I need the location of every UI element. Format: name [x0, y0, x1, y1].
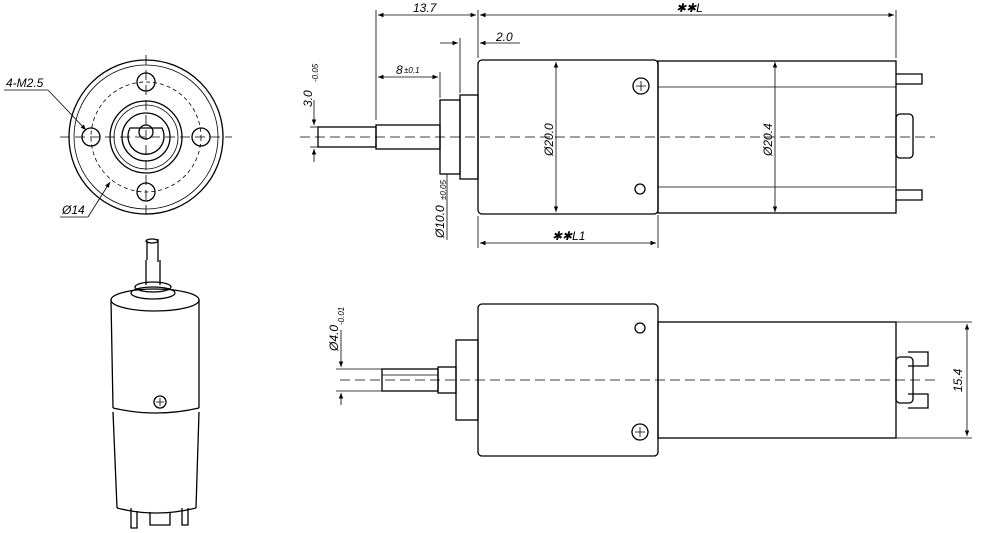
iso-rear-bushing	[149, 512, 171, 526]
dim-20-4-label: Ø20.4	[761, 123, 775, 157]
side-screw	[632, 77, 650, 95]
holes-label: 4-M2.5	[6, 76, 44, 90]
iso-shaft-sides	[146, 239, 159, 262]
end-view-d-shaft	[127, 127, 165, 155]
iso-shaft-tip	[145, 238, 159, 244]
iso-motor-sides	[112, 411, 200, 509]
dim-13-7-label: 13.7	[413, 1, 438, 15]
dim-3-0-label: 3.0	[301, 90, 315, 107]
pcd-leader	[87, 181, 111, 218]
dim-4-0-label: Ø4.0	[327, 325, 341, 352]
dim-3-0-tol: -0.05	[311, 63, 320, 82]
dim-L1-label: ✱✱L1	[552, 229, 585, 243]
iso-screw-head	[153, 395, 167, 409]
top-screw	[631, 423, 649, 441]
dim-L-label: ✱✱L	[676, 1, 703, 15]
top-view: Ø4.0 -0.01 15.4	[327, 303, 972, 457]
dim-20-0-label: Ø20.0	[542, 123, 556, 157]
dim-15-4-label: 15.4	[951, 368, 965, 392]
iso-motor-bottom	[116, 507, 197, 514]
top-terminal-top	[908, 351, 929, 367]
iso-boss-top	[134, 281, 172, 293]
iso-joint-line	[112, 407, 200, 414]
dim-10-0-tol: ±0.05	[439, 179, 448, 200]
dim-8-tol: ±0.1	[404, 66, 420, 75]
side-hole	[634, 183, 646, 195]
side-terminal-top	[896, 73, 923, 85]
dim-10-0-label: Ø10.0	[433, 205, 447, 239]
iso-screw-cross	[156, 398, 164, 406]
iso-terminal-left	[130, 508, 138, 529]
side-view: 13.7 ✱✱L 2.0 8 ±0.1 3.0 -0.05 Ø10.0 ±0.0…	[300, 1, 935, 248]
iso-shaft-lower	[145, 260, 161, 285]
side-screw-cross	[636, 81, 646, 91]
dim-4-0-tol: -0.01	[337, 307, 346, 325]
pcd-label: Ø14	[61, 203, 85, 217]
iso-terminal-right	[181, 508, 189, 526]
side-terminal-bottom	[896, 189, 923, 201]
holes-leader	[47, 89, 87, 131]
isometric-view	[110, 238, 200, 529]
top-screw-cross	[635, 427, 645, 437]
dim-2-0-label: 2.0	[495, 30, 513, 44]
top-hole	[634, 322, 646, 334]
dim-8-label: 8	[396, 63, 403, 77]
top-terminal-bottom	[908, 393, 929, 409]
iso-boss-base	[130, 286, 176, 300]
end-view: 4-M2.5 Ø14	[4, 55, 232, 220]
iso-gearbox-sides	[110, 299, 200, 409]
side-rear-bushing	[895, 113, 914, 159]
